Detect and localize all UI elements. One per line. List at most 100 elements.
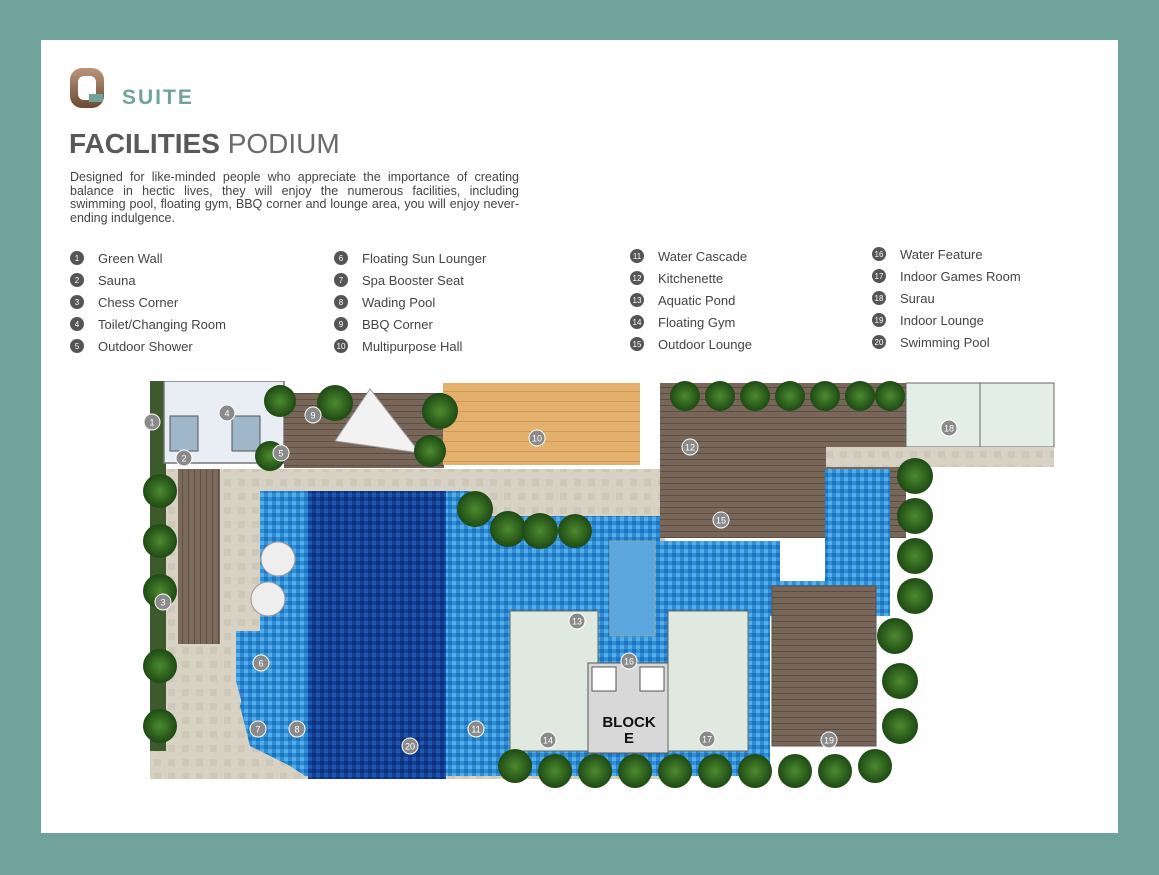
legend-number-badge: 8 — [334, 295, 348, 309]
legend-number-badge: 16 — [872, 247, 886, 261]
marker-circle-12 — [681, 438, 699, 456]
legend-item-20: 20 Swimming Pool — [872, 331, 1021, 353]
marker-number-11: 11 — [471, 725, 480, 735]
marker-circle-17 — [698, 730, 716, 748]
legend-label: BBQ Corner — [362, 316, 433, 332]
marker-circle-4 — [218, 404, 236, 422]
multipurpose-hall — [443, 383, 640, 465]
legend-item-5: 5 Outdoor Shower — [70, 335, 226, 357]
title-light: PODIUM — [227, 128, 340, 159]
legend-number-badge: 7 — [334, 273, 348, 287]
marker-number-10: 10 — [532, 434, 542, 444]
marker-number-2: 2 — [181, 454, 186, 464]
floating-gym — [509, 610, 599, 752]
legend-item-9: 9 BBQ Corner — [334, 313, 486, 335]
marker-number-14: 14 — [543, 736, 553, 746]
legend-number-badge: 13 — [630, 293, 644, 307]
marker-number-15: 15 — [716, 516, 726, 526]
marker-number-4: 4 — [224, 409, 229, 419]
marker-number-6: 6 — [258, 659, 263, 669]
water-feature — [609, 540, 656, 637]
marker-number-5: 5 — [278, 449, 283, 459]
umbrella — [250, 581, 286, 617]
marker-circle-8 — [288, 720, 306, 738]
marker-circle-15 — [712, 511, 730, 529]
marker-number-19: 19 — [824, 736, 834, 746]
legend-item-14: 14 Floating Gym — [630, 311, 752, 333]
legend-number-badge: 6 — [334, 251, 348, 265]
logo-wordmark: SUITE — [122, 86, 194, 109]
marker-number-20: 20 — [405, 742, 415, 752]
marker-circle-9 — [304, 406, 322, 424]
marker-circle-6 — [252, 654, 270, 672]
legend-number-badge: 14 — [630, 315, 644, 329]
legend-label: Wading Pool — [362, 294, 436, 310]
legend-number-badge: 9 — [334, 317, 348, 331]
block-label-line1: BLOCK — [602, 714, 655, 731]
marker-number-18: 18 — [944, 424, 954, 434]
trees — [143, 381, 933, 788]
legend-item-6: 6 Floating Sun Lounger — [334, 247, 486, 269]
marker-circle-19 — [820, 731, 838, 749]
legend-item-8: 8 Wading Pool — [334, 291, 486, 313]
qsuite-logo — [70, 68, 104, 108]
marker-circle-13 — [568, 612, 586, 630]
legend-number-badge: 2 — [70, 273, 84, 287]
marker-number-17: 17 — [702, 735, 712, 745]
legend-number-badge: 12 — [630, 271, 644, 285]
legend-label: Toilet/Changing Room — [98, 316, 226, 332]
marker-circle-7 — [249, 720, 267, 738]
legend-number-badge: 3 — [70, 295, 84, 309]
legend-label: Floating Sun Lounger — [362, 250, 487, 266]
legend-label: Outdoor Shower — [98, 338, 193, 354]
marker-circle-1 — [143, 413, 161, 431]
legend-label: Swimming Pool — [900, 334, 990, 350]
indoor-lounge — [771, 585, 877, 747]
marker-number-16: 16 — [624, 657, 634, 667]
indoor-games-room — [667, 610, 749, 752]
legend-label: Surau — [900, 290, 935, 306]
legend-label: Floating Gym — [658, 314, 736, 330]
legend-label: Kitchenette — [658, 270, 724, 286]
marker-number-13: 13 — [572, 617, 582, 627]
description-paragraph: Designed for like-minded people who appr… — [70, 170, 519, 226]
swimming-pool-lap — [308, 491, 446, 779]
marker-circle-14 — [539, 731, 557, 749]
legend-number-badge: 5 — [70, 339, 84, 353]
legend-label: Multipurpose Hall — [362, 338, 463, 354]
marker-circle-2 — [175, 449, 193, 467]
legend-label: Water Cascade — [658, 248, 748, 264]
marker-number-7: 7 — [255, 725, 260, 735]
legend-number-badge: 20 — [872, 335, 886, 349]
marker-number-3: 3 — [160, 598, 165, 608]
legend-number-badge: 4 — [70, 317, 84, 331]
block-label-line2: E — [624, 730, 634, 747]
legend-label: Water Feature — [900, 246, 983, 262]
marker-number-9: 9 — [310, 411, 315, 421]
deck-walkway — [178, 469, 220, 644]
legend-item-12: 12 Kitchenette — [630, 267, 752, 289]
marker-circle-11 — [467, 720, 485, 738]
marker-circle-18 — [940, 419, 958, 437]
legend-number-badge: 15 — [630, 337, 644, 351]
marker-circle-10 — [528, 429, 546, 447]
marker-circle-20 — [401, 737, 419, 755]
umbrella — [260, 541, 296, 577]
legend-label: Indoor Games Room — [900, 268, 1021, 284]
title-bold: FACILITIES — [69, 128, 220, 159]
page-title: FACILITIES PODIUM — [69, 128, 340, 160]
marker-number-12: 12 — [685, 443, 695, 453]
marker-number-8: 8 — [294, 725, 299, 735]
